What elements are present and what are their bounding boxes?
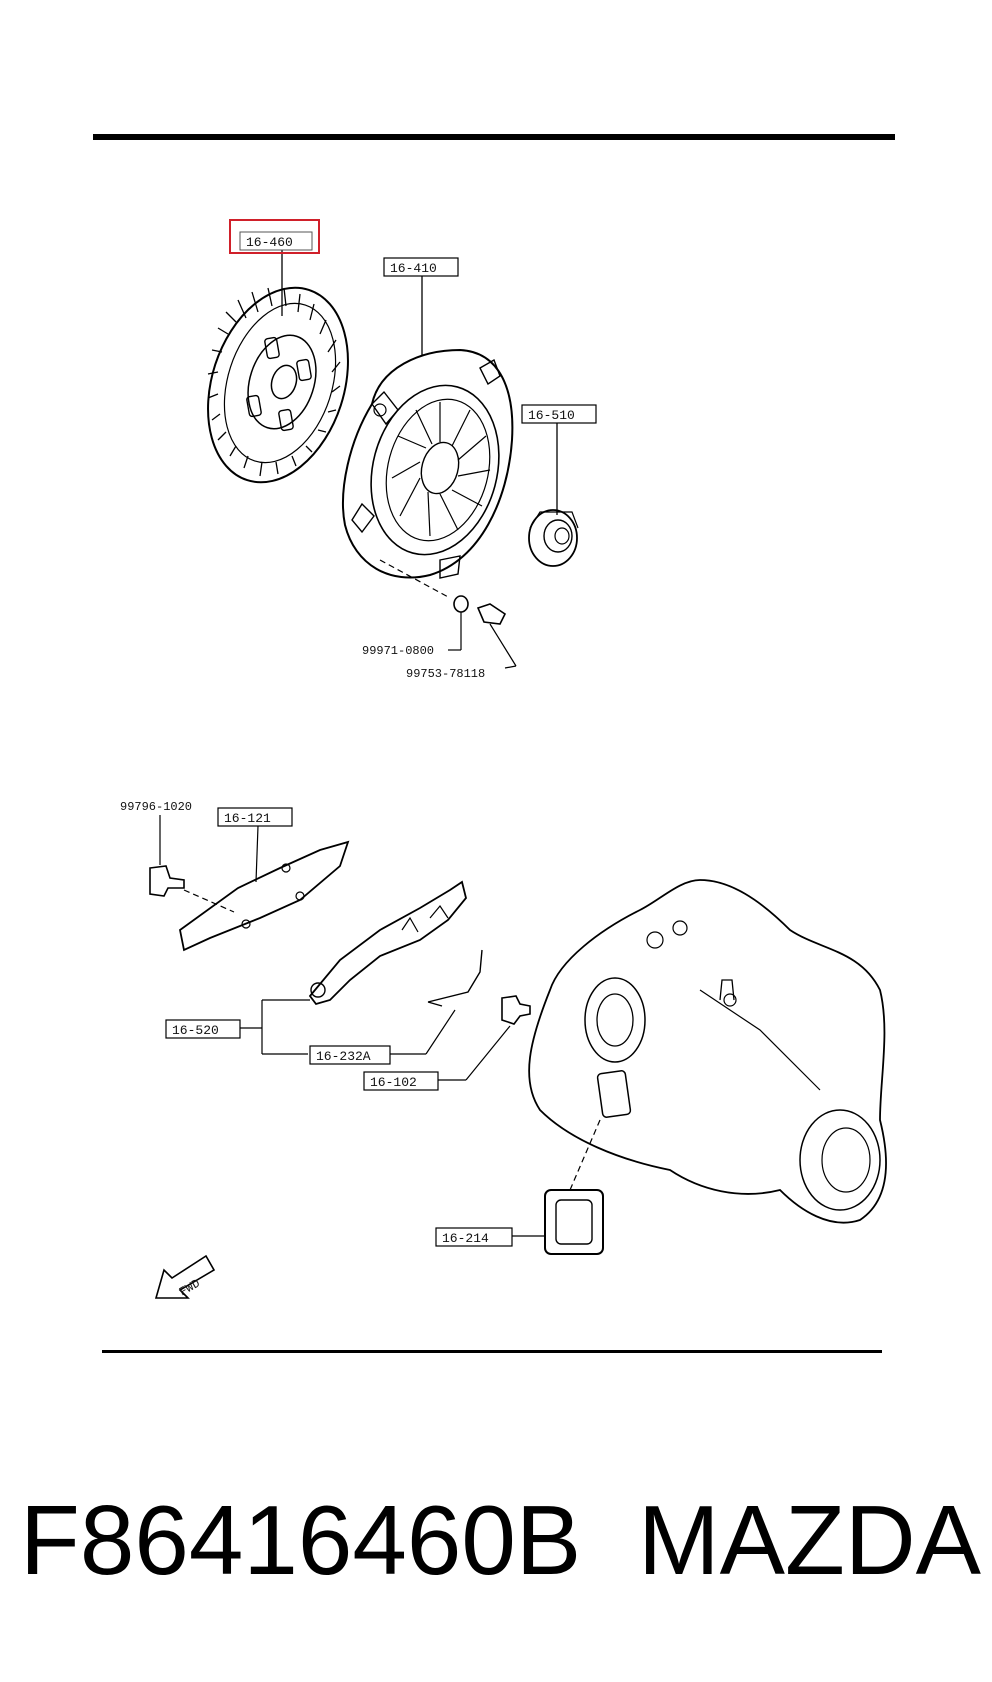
callout-bolt-2: 99796-1020 <box>120 800 192 814</box>
callout-box-boot <box>435 1227 513 1247</box>
callout-box-clutch-disc <box>239 231 313 251</box>
release-bearing-drawing <box>528 422 579 567</box>
transmission-housing-drawing <box>528 879 887 1224</box>
fwd-arrow <box>154 1254 216 1299</box>
callout-plate: 16-121 <box>224 811 271 826</box>
boot-drawing <box>512 1189 604 1255</box>
callout-washer: 99971-0800 <box>362 644 434 658</box>
caption-brand: MAZDA <box>638 1485 981 1595</box>
callout-box-spring <box>309 1045 391 1065</box>
caption-part-number: F86416460B <box>20 1485 582 1595</box>
callout-boot: 16-214 <box>442 1231 489 1246</box>
callout-box-plate <box>217 807 293 827</box>
caption: F86416460B MAZDA <box>20 1480 981 1600</box>
callout-pressure-plate: 16-410 <box>390 261 437 276</box>
callout-box-release-fork <box>165 1019 241 1039</box>
clutch-disc-drawing <box>207 246 349 484</box>
callout-pivot: 16-102 <box>370 1075 417 1090</box>
callout-box-clutch-disc-highlight <box>229 219 320 254</box>
callout-box-pressure-plate <box>383 257 459 277</box>
callout-release-fork: 16-520 <box>172 1023 219 1038</box>
callout-clutch-disc: 16-460 <box>246 235 293 250</box>
callout-bolt: 99753-78118 <box>406 667 485 681</box>
washer-bolt-drawing <box>448 595 517 669</box>
pressure-plate-drawing <box>342 270 514 599</box>
release-fork-drawing <box>238 880 531 1081</box>
callout-release-bearing: 16-510 <box>528 408 575 423</box>
bottom-rule <box>102 1350 882 1353</box>
plate-bolt-drawing <box>149 815 350 952</box>
callout-box-release-bearing <box>521 404 597 424</box>
callout-box-pivot <box>363 1071 439 1091</box>
callout-spring: 16-232A <box>316 1049 371 1064</box>
top-rule <box>93 134 895 140</box>
